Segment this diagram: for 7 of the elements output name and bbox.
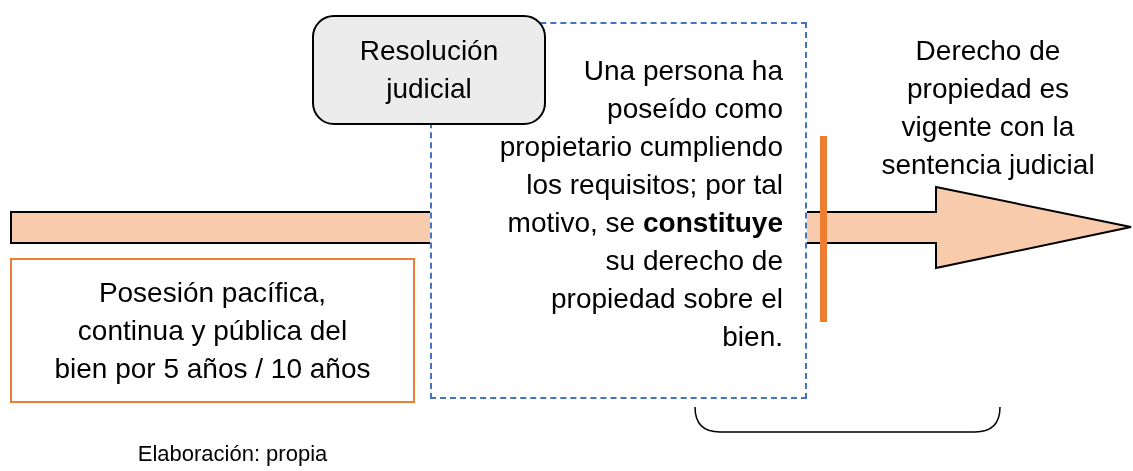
box-text: Posesión pacífica, continua y pública del bien por 5 años / 10 años (53, 275, 372, 386)
rounded-box (312, 15, 546, 125)
note-text: Derecho de propiedad es vigente con la sentencia judicial (880, 34, 1096, 182)
description-text: Una persona ha poseído como propietario cumpliendo los requisitos; por tal motivo, se constituye su derecho de propiedad sobre el bien. (498, 54, 783, 354)
box-title: Resolución judicial (358, 34, 500, 106)
caption: Elaboración: propia (136, 440, 329, 468)
process-box (10, 258, 415, 403)
